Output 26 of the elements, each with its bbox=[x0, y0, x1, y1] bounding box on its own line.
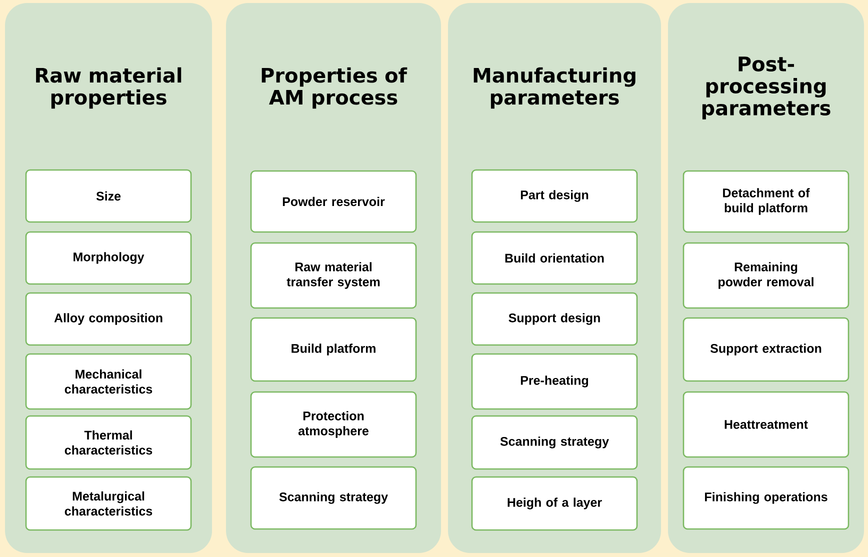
column-heading: Manufacturing parameters bbox=[474, 67, 636, 109]
parameter-box: Thermal characteristics bbox=[25, 415, 192, 470]
column-heading: Properties of AM process bbox=[262, 67, 408, 109]
parameter-box: Alloy composition bbox=[25, 292, 192, 346]
parameter-box: Support design bbox=[471, 292, 638, 346]
parameter-box: Pre-heating bbox=[471, 353, 638, 410]
parameter-box: Heattreatment bbox=[682, 391, 850, 458]
parameter-box: Part design bbox=[471, 169, 638, 223]
column-heading: Post-processing parameters bbox=[702, 56, 830, 120]
parameter-box: Scanning strategy bbox=[471, 415, 638, 470]
parameter-box: Build orientation bbox=[471, 231, 638, 285]
parameter-box: Scanning strategy bbox=[250, 466, 417, 530]
parameter-box: Detachment of build platform bbox=[682, 170, 850, 233]
parameter-box: Size bbox=[25, 169, 192, 223]
parameter-box: Finishing operations bbox=[682, 466, 850, 530]
parameter-box: Protection atmosphere bbox=[250, 391, 417, 458]
parameter-box: Heigh of a layer bbox=[471, 476, 638, 531]
parameter-box: Powder reservoir bbox=[250, 170, 417, 233]
column-heading: Raw material properties bbox=[36, 67, 182, 109]
parameter-box: Raw material transfer system bbox=[250, 242, 417, 309]
parameter-box: Morphology bbox=[25, 231, 192, 285]
parameter-box: Metalurgical characteristics bbox=[25, 476, 192, 531]
parameter-box: Mechanical characteristics bbox=[25, 353, 192, 410]
parameter-box: Build platform bbox=[250, 317, 417, 382]
parameter-box: Support extraction bbox=[682, 317, 850, 382]
parameter-box: Remaining powder removal bbox=[682, 242, 850, 309]
